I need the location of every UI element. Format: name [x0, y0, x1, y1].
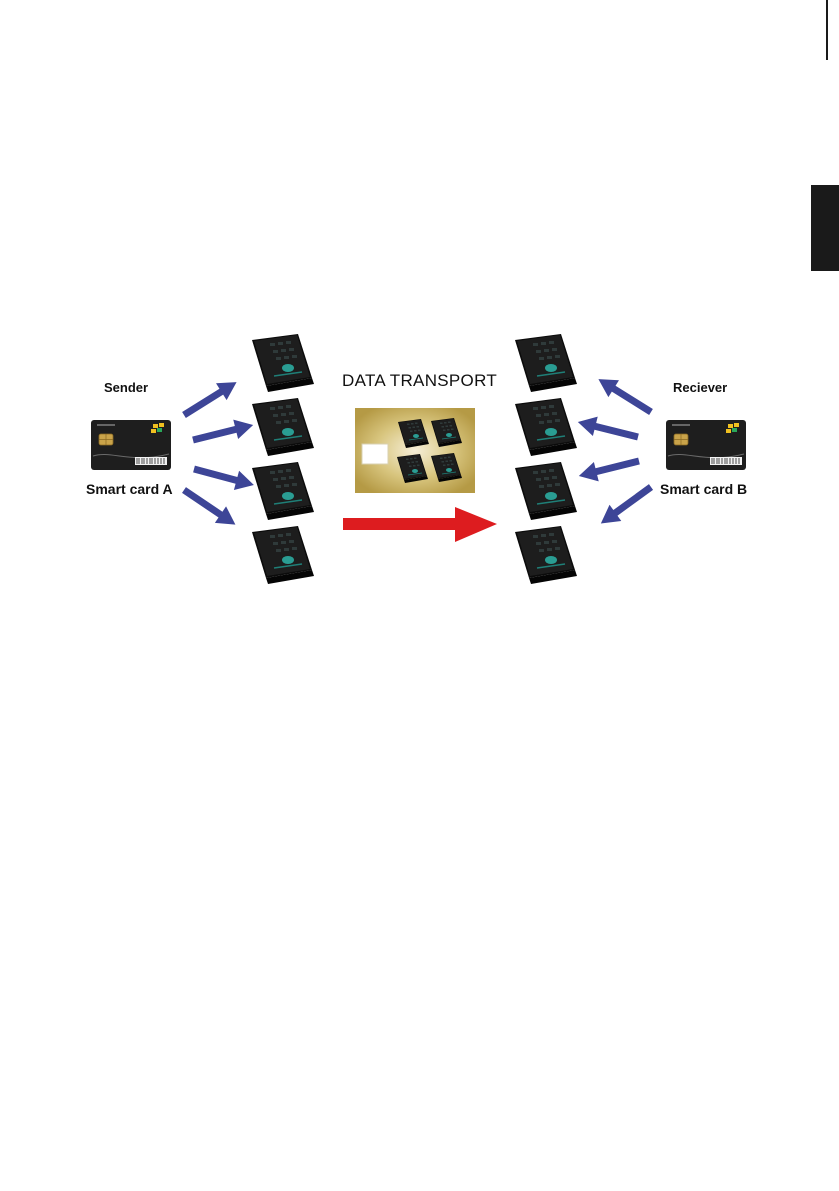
- sender-arrow-4: [178, 482, 241, 533]
- sender-arrow-1: [179, 374, 242, 424]
- transport-package: [355, 408, 475, 493]
- receiver-arrow-2: [575, 412, 640, 446]
- smart-card-a-label: Smart card A: [86, 481, 173, 497]
- sender-drive-3: [252, 462, 314, 520]
- receiver-arrow-1: [593, 371, 656, 421]
- sender-drive-2: [252, 398, 314, 456]
- receiver-arrow-3: [576, 451, 641, 485]
- sender-drive-4: [252, 526, 314, 584]
- receiver-drive-3: [515, 462, 577, 520]
- smart-card-a: [91, 420, 171, 470]
- receiver-drive-4: [515, 526, 577, 584]
- sender-drive-1: [252, 334, 314, 392]
- sender-arrow-2: [191, 415, 256, 449]
- receiver-label: Reciever: [673, 380, 727, 395]
- receiver-arrow-4: [595, 479, 657, 532]
- transport-arrow: [343, 507, 497, 542]
- sender-arrow-3: [191, 459, 256, 494]
- smart-card-b: [666, 420, 746, 470]
- smart-card-b-label: Smart card B: [660, 481, 747, 497]
- receiver-drive-2: [515, 398, 577, 456]
- data-transport-label: DATA TRANSPORT: [342, 371, 497, 391]
- sender-label: Sender: [104, 380, 148, 395]
- receiver-drive-1: [515, 334, 577, 392]
